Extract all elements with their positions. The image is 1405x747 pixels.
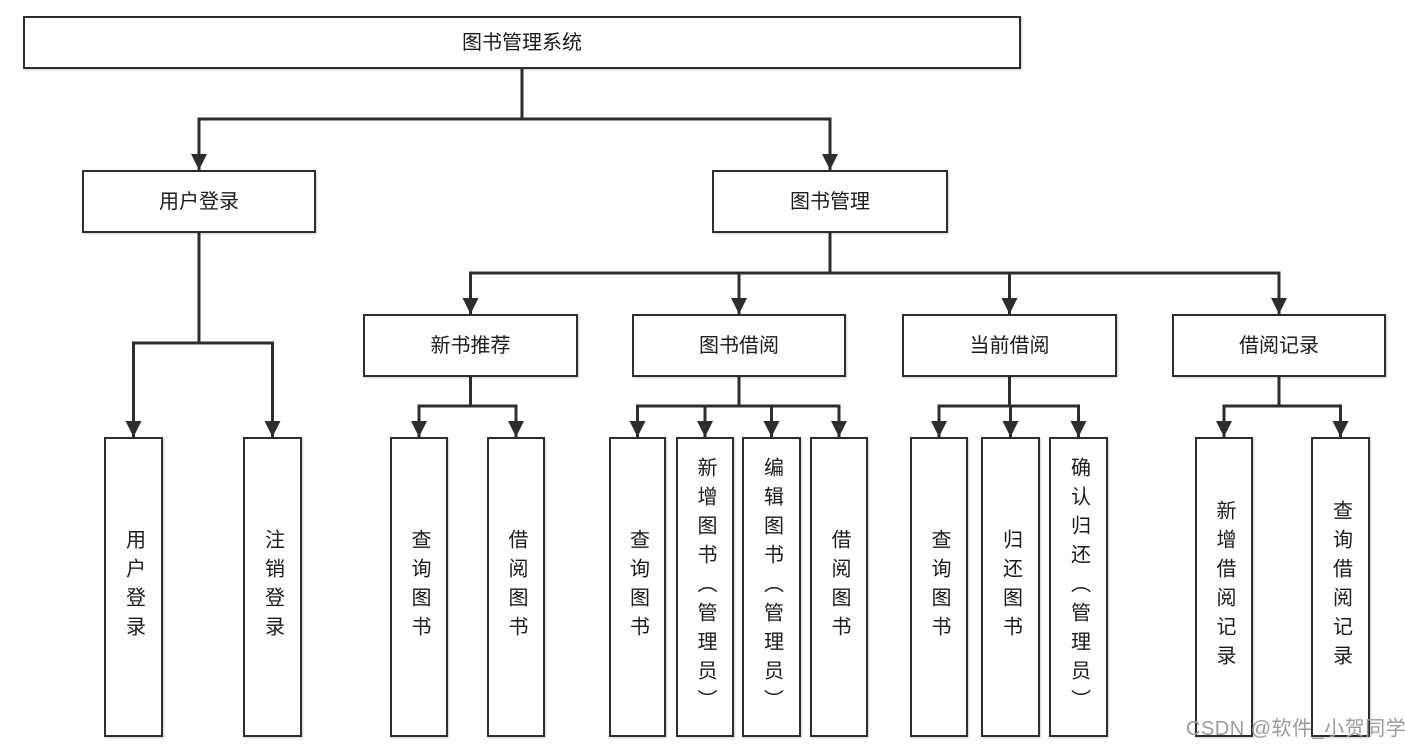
node-book-management: 图书管理 [712,170,948,233]
csdn-watermark: CSDN @软件_小贺同学 [1186,718,1405,740]
leaf-query-books-borrow: 查询图书 [609,437,666,737]
node-label: 编辑图书（管理员） [760,456,783,718]
leaf-add-book-admin: 新增图书（管理员） [676,437,734,737]
node-borrow-records: 借阅记录 [1172,314,1386,377]
node-label: 归还图书 [999,529,1022,645]
node-label: 图书借阅 [699,334,779,357]
node-label: 图书管理 [790,190,870,213]
node-label: 确认归还（管理员） [1067,456,1090,718]
node-label: 用户登录 [122,529,145,645]
node-label: 用户登录 [159,190,239,213]
node-label: 图书管理系统 [462,31,582,54]
node-label: 借阅图书 [505,529,527,645]
leaf-edit-book-admin: 编辑图书（管理员） [742,437,801,737]
leaf-borrow-books: 借阅图书 [810,437,868,737]
node-label: 注销登录 [261,529,284,645]
leaf-confirm-return-admin: 确认归还（管理员） [1049,437,1108,737]
leaf-return-books: 归还图书 [981,437,1040,737]
leaf-add-borrow-record: 新增借阅记录 [1195,437,1253,737]
node-label: 查询图书 [408,529,430,645]
node-label: 借阅图书 [828,529,850,645]
node-label: 新书推荐 [430,334,511,357]
leaf-logout: 注销登录 [243,437,302,737]
leaf-query-borrow-record: 查询借阅记录 [1311,437,1370,737]
node-label: 查询图书 [626,529,649,645]
node-user-login: 用户登录 [82,170,316,233]
node-label: 当前借阅 [969,334,1050,357]
node-label: 新增图书（管理员） [694,456,716,718]
node-current-borrow: 当前借阅 [902,314,1117,377]
leaf-query-books-recommend: 查询图书 [390,437,448,737]
leaf-user-login: 用户登录 [104,437,163,737]
node-new-book-recommend: 新书推荐 [363,314,578,377]
node-book-borrow: 图书借阅 [632,314,846,377]
node-label: 借阅记录 [1239,334,1319,357]
node-label: 查询借阅记录 [1329,500,1352,674]
leaf-borrow-books-recommend: 借阅图书 [487,437,545,737]
node-library-management-system: 图书管理系统 [23,16,1021,69]
node-label: 查询图书 [928,529,950,645]
leaf-query-books-current: 查询图书 [910,437,968,737]
node-label: 新增借阅记录 [1213,500,1235,674]
